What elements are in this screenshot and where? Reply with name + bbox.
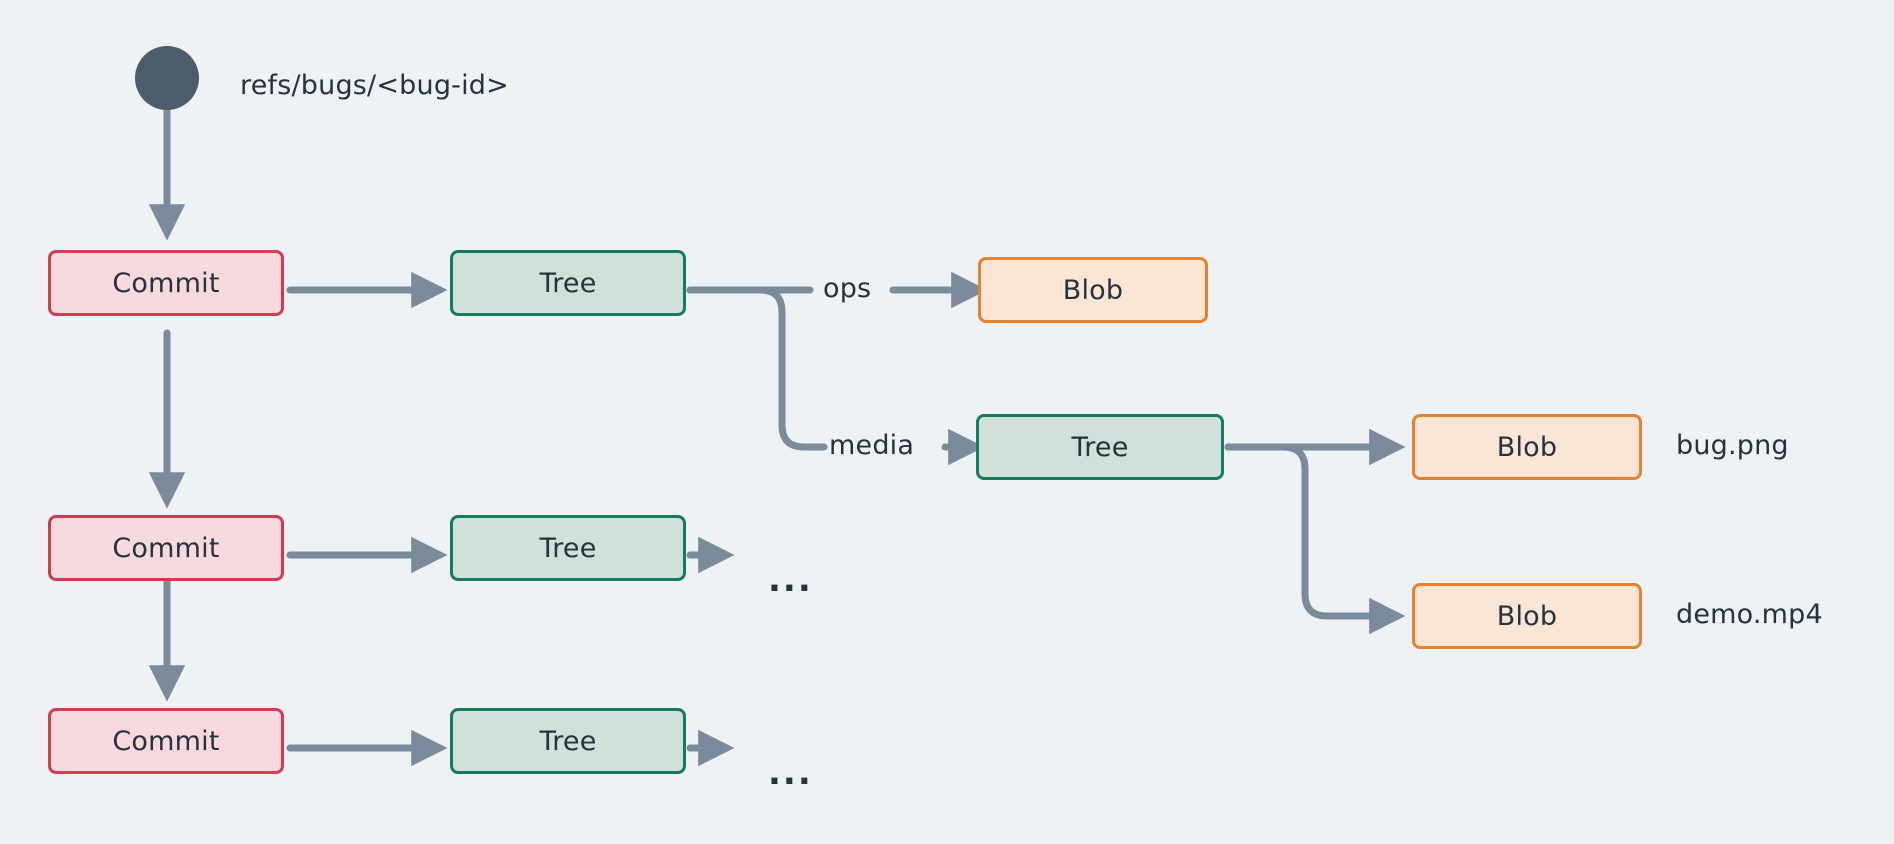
file-label-demo-mp4: demo.mp4 (1676, 599, 1823, 630)
node-commit-1-label: Commit (112, 267, 220, 299)
node-tree-2-label: Tree (539, 532, 597, 564)
edge-label-ops: ops (823, 273, 872, 304)
node-blob-bug[interactable]: Blob (1412, 414, 1642, 480)
edge-label-media: media (829, 430, 915, 461)
node-commit-3-label: Commit (112, 725, 220, 757)
node-tree-3-label: Tree (539, 725, 597, 757)
file-label-bug-png: bug.png (1676, 430, 1789, 461)
ref-dot (135, 46, 199, 110)
edge-tree-media-to-blob-demo (1224, 443, 1406, 635)
node-blob-demo-label: Blob (1496, 600, 1558, 632)
ellipsis-tree-3: ... (768, 753, 813, 793)
node-blob-bug-label: Blob (1496, 431, 1558, 463)
node-tree-1-label: Tree (539, 267, 597, 299)
node-tree-2[interactable]: Tree (450, 515, 686, 581)
node-blob-demo[interactable]: Blob (1412, 583, 1642, 649)
ref-label: refs/bugs/<bug-id> (240, 70, 509, 101)
node-tree-1[interactable]: Tree (450, 250, 686, 316)
node-commit-2[interactable]: Commit (48, 515, 284, 581)
node-tree-media-label: Tree (1071, 431, 1129, 463)
node-tree-media[interactable]: Tree (976, 414, 1224, 480)
ellipsis-tree-2: ... (768, 560, 813, 600)
node-blob-ops[interactable]: Blob (978, 257, 1208, 323)
node-commit-1[interactable]: Commit (48, 250, 284, 316)
node-commit-3[interactable]: Commit (48, 708, 284, 774)
node-commit-2-label: Commit (112, 532, 220, 564)
node-tree-3[interactable]: Tree (450, 708, 686, 774)
edge-tree1-to-media-label (686, 286, 828, 451)
node-blob-ops-label: Blob (1062, 274, 1124, 306)
